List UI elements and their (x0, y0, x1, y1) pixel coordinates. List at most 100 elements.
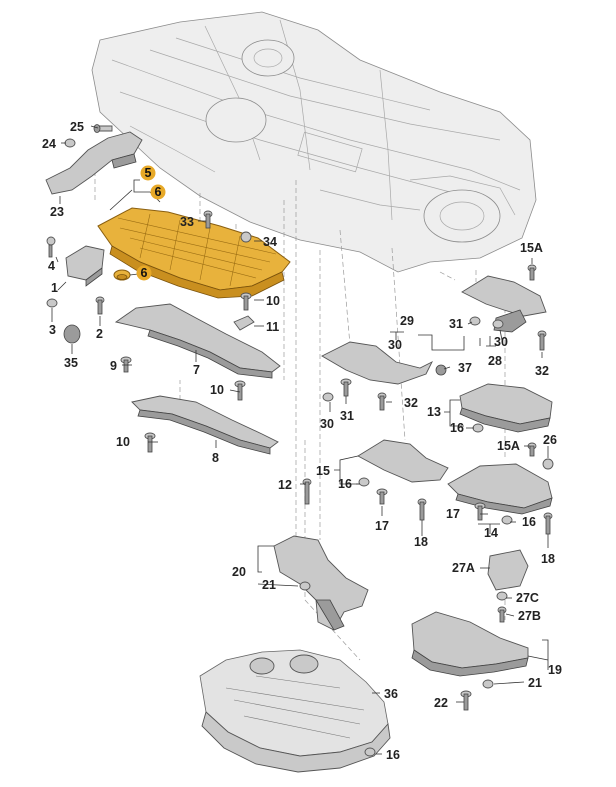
screw-10-a (240, 292, 252, 311)
callout-3: 3 (49, 323, 56, 337)
callout-4: 4 (48, 259, 55, 273)
callout-marker-6-lower (136, 265, 152, 281)
trim-panel-7 (114, 303, 281, 379)
nut-24 (64, 138, 76, 148)
callout-18-b: 18 (541, 552, 555, 566)
mount-bracket-1 (65, 245, 105, 287)
callout-31-a: 31 (449, 317, 463, 331)
nut-16-c (358, 477, 370, 487)
callout-7: 7 (193, 363, 200, 377)
screw-32-b (377, 392, 387, 411)
bracket-20 (273, 535, 369, 631)
screw-22 (460, 690, 472, 711)
callout-22: 22 (434, 696, 448, 710)
callout-27C: 27C (516, 591, 539, 605)
nut-16-d (364, 747, 376, 757)
callout-25: 25 (70, 120, 84, 134)
cover-15 (357, 439, 449, 483)
screw-27B (497, 606, 507, 623)
callout-16-b: 16 (522, 515, 536, 529)
callout-19: 19 (548, 663, 562, 677)
nut-21-b (482, 679, 494, 689)
callout-27A: 27A (452, 561, 475, 575)
part-number-labels: 5 6 6 25 24 23 4 1 3 2 35 33 34 10 11 9 … (42, 120, 562, 762)
callout-6-upper: 6 (155, 185, 162, 199)
callout-marker-6-upper (150, 184, 166, 200)
callout-16-c: 16 (338, 477, 352, 491)
callout-20: 20 (232, 565, 246, 579)
nut-16-a (472, 423, 484, 433)
screw-18-b (543, 512, 553, 535)
clip-37 (435, 364, 447, 376)
bracket-29 (321, 341, 434, 385)
callout-30-a: 30 (388, 338, 402, 352)
cover-19 (411, 611, 529, 677)
callout-15: 15 (316, 464, 330, 478)
callout-marker-5 (140, 165, 156, 181)
screw-9 (120, 356, 132, 373)
nut-21-a (299, 581, 311, 591)
screw-17-b (376, 488, 388, 505)
bracket-27A (487, 549, 529, 591)
nut-30-b (322, 392, 334, 402)
callout-6-lower: 6 (141, 266, 148, 280)
nut-30-a (492, 319, 504, 329)
callout-21-a: 21 (262, 578, 276, 592)
callout-1: 1 (51, 281, 58, 295)
callout-16-a: 16 (450, 421, 464, 435)
screw-4 (46, 236, 56, 258)
callout-24: 24 (42, 137, 56, 151)
callout-23: 23 (50, 205, 64, 219)
clip-26 (542, 458, 554, 470)
callout-17-b: 17 (375, 519, 389, 533)
callout-35: 35 (64, 356, 78, 370)
callout-leaders (51, 125, 549, 755)
trim-panel-8 (131, 395, 279, 455)
clip-11 (233, 315, 255, 331)
callout-9: 9 (110, 359, 117, 373)
callout-10-c: 10 (116, 435, 130, 449)
screw-18-a (417, 498, 427, 521)
callout-31-b: 31 (340, 409, 354, 423)
screw-10-c (144, 432, 156, 453)
cover-13 (459, 383, 553, 433)
callout-28: 28 (488, 354, 502, 368)
callout-32-a: 32 (535, 364, 549, 378)
callout-36: 36 (384, 687, 398, 701)
callout-15A-a: 15A (520, 241, 543, 255)
callout-10-a: 10 (266, 294, 280, 308)
callout-16-d: 16 (386, 748, 400, 762)
nut-16-b (501, 515, 513, 525)
bracket-23 (45, 131, 143, 195)
callout-32-b: 32 (404, 396, 418, 410)
callout-30-c: 30 (494, 335, 508, 349)
bolt-2 (95, 296, 105, 315)
stud-12 (302, 478, 312, 505)
screw-17-a (474, 502, 486, 521)
screw-31-b (340, 378, 352, 397)
callout-30-b: 30 (320, 417, 334, 431)
bolt-25 (93, 124, 113, 133)
callout-5: 5 (145, 166, 152, 180)
callout-11: 11 (266, 320, 279, 334)
nut-3 (46, 298, 58, 308)
clip-6-highlighted (113, 269, 131, 281)
callout-8: 8 (212, 451, 219, 465)
callout-29: 29 (400, 314, 414, 328)
callout-13: 13 (427, 405, 441, 419)
nut-34 (240, 231, 252, 243)
engine-undertray-36 (199, 649, 391, 773)
clip-27C (496, 591, 508, 601)
callout-14: 14 (484, 526, 498, 540)
nut-31-a (469, 316, 481, 326)
callout-15A-b: 15A (497, 439, 520, 453)
bolt-15A-a (527, 264, 537, 281)
bracket-28 (461, 275, 547, 333)
callout-33: 33 (180, 215, 194, 229)
screw-10-b (234, 380, 246, 401)
callout-2: 2 (96, 327, 103, 341)
vehicle-underbody (91, 11, 537, 273)
cover-14 (447, 463, 553, 515)
callout-21-b: 21 (528, 676, 542, 690)
